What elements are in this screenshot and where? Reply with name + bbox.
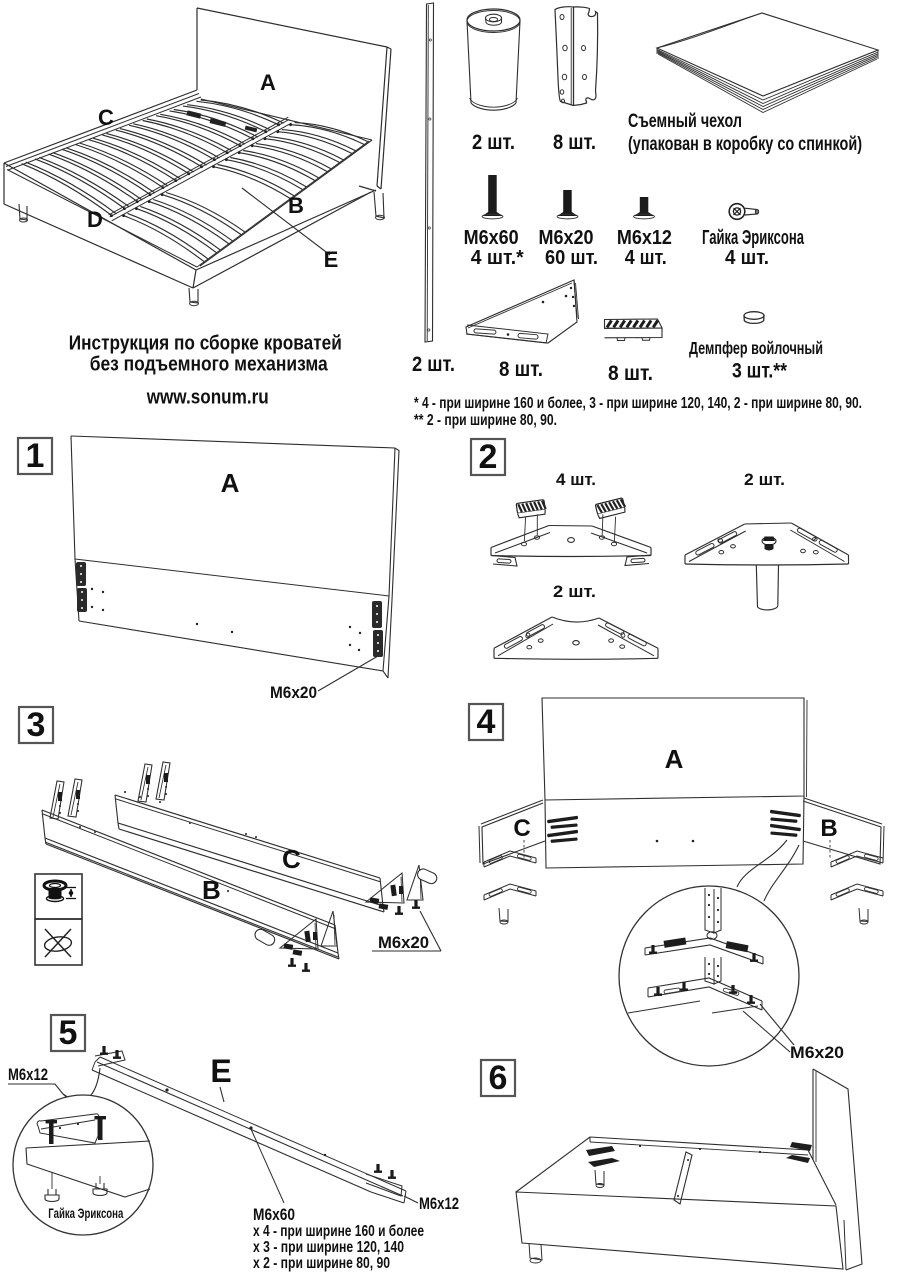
svg-text:2 шт.: 2 шт. (412, 353, 455, 376)
svg-text:A: A (665, 744, 684, 774)
svg-text:2 шт.: 2 шт. (472, 131, 515, 154)
svg-text:х 3 - при ширине 120, 140: х 3 - при ширине 120, 140 (253, 1239, 404, 1256)
svg-text:D: D (87, 207, 103, 232)
svg-text:4 шт.: 4 шт. (625, 247, 667, 269)
svg-text:(упакован в коробку со спинкой: (упакован в коробку со спинкой) (628, 134, 862, 155)
svg-text:4 шт.: 4 шт. (556, 470, 596, 489)
svg-text:M6x12: M6x12 (419, 1194, 459, 1213)
svg-text:A: A (221, 468, 240, 498)
svg-text:3: 3 (27, 706, 46, 744)
svg-text:Инструкция по сборке кроватей: Инструкция по сборке кроватей (69, 333, 342, 355)
svg-text:8 шт.: 8 шт. (499, 358, 543, 381)
svg-text:3 шт.**: 3 шт.** (732, 360, 788, 383)
svg-text:6: 6 (489, 1059, 508, 1097)
svg-text:8 шт.: 8 шт. (608, 362, 653, 385)
svg-text:C: C (98, 105, 114, 130)
svg-text:* 4 - при ширине 160 и более,: * 4 - при ширине 160 и более, 3 - при ши… (414, 395, 862, 412)
svg-text:4 шт.: 4 шт. (725, 247, 769, 269)
svg-text:B: B (820, 815, 837, 842)
svg-text:M6x20: M6x20 (378, 933, 429, 952)
svg-text:4: 4 (477, 703, 496, 741)
svg-text:M6x20: M6x20 (790, 1043, 844, 1062)
svg-text:8 шт.: 8 шт. (553, 131, 596, 154)
svg-text:A: A (260, 70, 276, 95)
svg-text:** 2 - при ширине 80, 90.: ** 2 - при ширине 80, 90. (414, 412, 557, 429)
svg-text:2 шт.: 2 шт. (744, 470, 785, 489)
svg-text:Гайка Эриксона: Гайка Эриксона (48, 1205, 123, 1221)
svg-text:1: 1 (26, 437, 45, 475)
svg-text:M6x12: M6x12 (8, 1065, 48, 1084)
svg-text:х 2 - при ширине 80, 90: х 2 - при ширине 80, 90 (253, 1255, 390, 1272)
svg-text:Демпфер войлочный: Демпфер войлочный (689, 338, 823, 358)
svg-text:E: E (324, 247, 339, 272)
svg-text:Гайка Эриксона: Гайка Эриксона (702, 227, 805, 249)
svg-text:Съемный чехол: Съемный чехол (628, 111, 742, 132)
svg-text:М6х12: М6х12 (617, 227, 672, 249)
svg-text:М6х60: М6х60 (464, 227, 519, 249)
svg-text:M6x60: M6x60 (253, 1205, 295, 1224)
svg-text:C: C (282, 844, 301, 874)
svg-text:без подъемного механизма: без подъемного механизма (90, 354, 329, 376)
svg-text:B: B (202, 875, 221, 905)
svg-text:B: B (288, 193, 304, 218)
svg-text:х 4 - при ширине 160 и более: х 4 - при ширине 160 и более (253, 1223, 424, 1240)
svg-text:М6х20: М6х20 (539, 227, 594, 249)
svg-text:2 шт.: 2 шт. (553, 582, 596, 601)
svg-text:M6x20: M6x20 (270, 683, 317, 702)
svg-text:E: E (210, 1053, 231, 1089)
svg-text:5: 5 (59, 1014, 78, 1052)
svg-text:4 шт.*: 4 шт.* (471, 247, 524, 269)
svg-text:2: 2 (479, 438, 498, 476)
svg-text:C: C (513, 815, 530, 842)
svg-text:60 шт.: 60 шт. (545, 247, 598, 269)
svg-text:www.sonum.ru: www.sonum.ru (146, 387, 269, 409)
